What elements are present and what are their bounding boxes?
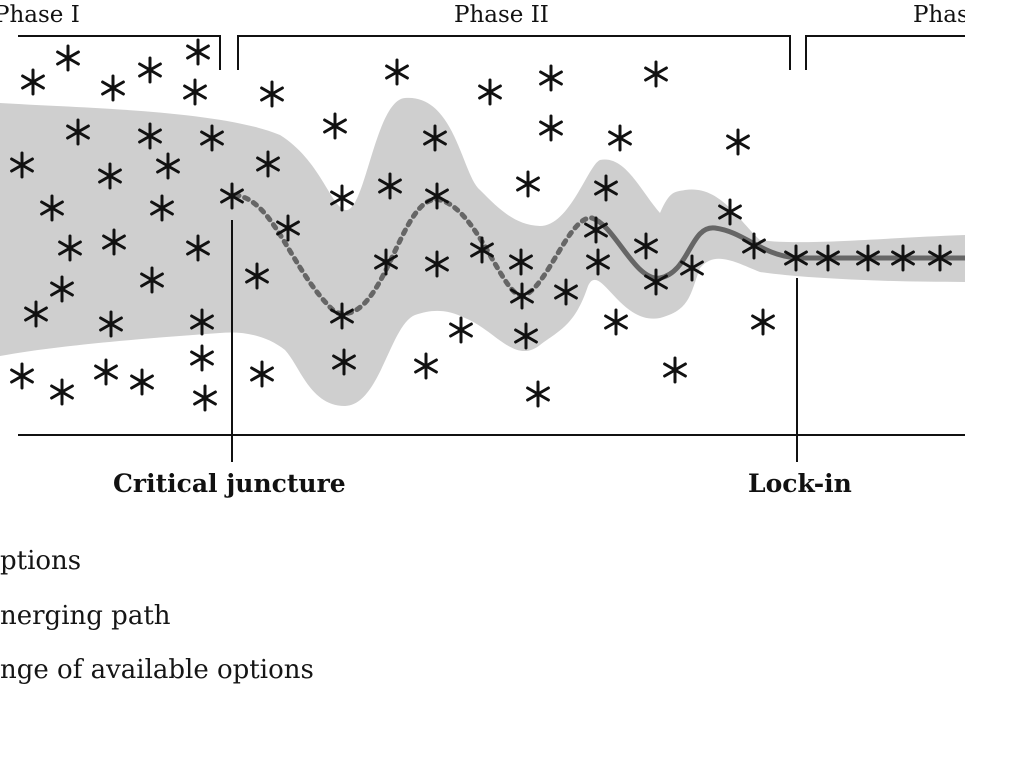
asterisk-icon <box>256 150 280 178</box>
asterisk-icon <box>276 214 300 242</box>
page-right-margin <box>965 0 1024 768</box>
asterisk-icon <box>608 124 632 152</box>
asterisk-icon <box>928 244 952 272</box>
asterisk-icon <box>680 254 704 282</box>
asterisk-icon <box>200 124 224 152</box>
asterisk-icon <box>586 248 610 276</box>
asterisk-icon <box>138 56 162 84</box>
legend-options: ptions <box>0 546 82 576</box>
asterisk-icon <box>101 74 125 102</box>
asterisk-icon <box>784 244 808 272</box>
asterisk-icon <box>539 64 563 92</box>
asterisk-icon <box>156 152 180 180</box>
asterisk-icon <box>663 356 687 384</box>
asterisk-icon <box>385 58 409 86</box>
asterisk-icon <box>594 174 618 202</box>
asterisk-icon <box>726 128 750 156</box>
asterisk-icon <box>751 308 775 336</box>
asterisk-icon <box>150 194 174 222</box>
phase-3-bracket <box>805 35 965 70</box>
asterisk-icon <box>470 236 494 264</box>
asterisk-icon <box>10 151 34 179</box>
asterisk-icon <box>374 248 398 276</box>
asterisk-icon <box>414 352 438 380</box>
asterisk-icon <box>644 60 668 88</box>
asterisk-icon <box>539 114 563 142</box>
asterisk-icon <box>102 228 126 256</box>
asterisk-icon <box>718 198 742 226</box>
phase-1-bracket <box>18 35 221 70</box>
legend-range-options: nge of available options <box>0 655 314 685</box>
asterisk-icon <box>891 244 915 272</box>
asterisk-icon <box>332 348 356 376</box>
asterisk-icon <box>425 182 449 210</box>
asterisk-icon <box>604 308 628 336</box>
asterisk-icon <box>514 322 538 350</box>
phase-2-label: Phase II <box>454 2 549 28</box>
asterisk-icon <box>478 78 502 106</box>
critical-juncture-label: Critical juncture <box>113 469 346 498</box>
asterisk-icon <box>138 122 162 150</box>
asterisk-icon <box>378 172 402 200</box>
asterisk-icon <box>220 182 244 210</box>
asterisk-icon <box>130 368 154 396</box>
legend-emerging-path: nerging path <box>0 601 171 631</box>
asterisk-icon <box>58 234 82 262</box>
asterisk-icon <box>584 216 608 244</box>
asterisk-icon <box>323 112 347 140</box>
asterisk-icon <box>99 310 123 338</box>
asterisk-icon <box>742 232 766 260</box>
asterisk-icon <box>644 268 668 296</box>
lock-in-label: Lock-in <box>748 469 852 498</box>
phase-labels: Phase I Phase II Phase III <box>0 2 1017 28</box>
asterisk-icon <box>526 380 550 408</box>
asterisk-icon <box>516 170 540 198</box>
asterisk-icon <box>140 266 164 294</box>
phase-1-label: Phase I <box>0 2 80 28</box>
asterisk-icon <box>190 308 214 336</box>
asterisk-icon <box>816 244 840 272</box>
asterisk-icon <box>10 362 34 390</box>
asterisk-icon <box>260 80 284 108</box>
asterisk-icon <box>510 282 534 310</box>
phase-brackets <box>18 35 965 70</box>
asterisk-icon <box>183 78 207 106</box>
asterisk-icon <box>50 275 74 303</box>
asterisk-icon <box>423 124 447 152</box>
asterisk-icon <box>245 262 269 290</box>
asterisk-icon <box>509 248 533 276</box>
asterisk-icon <box>856 244 880 272</box>
phase-2-bracket <box>237 35 791 70</box>
asterisk-icon <box>449 316 473 344</box>
asterisk-icon <box>330 302 354 330</box>
asterisk-icon <box>94 358 118 386</box>
asterisk-icon <box>634 232 658 260</box>
asterisk-icon <box>193 384 217 412</box>
asterisk-icon <box>56 44 80 72</box>
asterisk-icon <box>50 378 74 406</box>
asterisk-icon <box>21 68 45 96</box>
asterisk-icon <box>425 250 449 278</box>
asterisk-icon <box>186 234 210 262</box>
asterisk-icon <box>66 118 90 146</box>
asterisk-icon <box>40 194 64 222</box>
asterisk-icon <box>250 360 274 388</box>
asterisk-icon <box>190 344 214 372</box>
option-markers <box>10 38 952 412</box>
asterisk-icon <box>330 184 354 212</box>
asterisk-icon <box>186 38 210 66</box>
asterisk-icon <box>24 300 48 328</box>
asterisk-icon <box>98 162 122 190</box>
asterisk-icon <box>554 278 578 306</box>
